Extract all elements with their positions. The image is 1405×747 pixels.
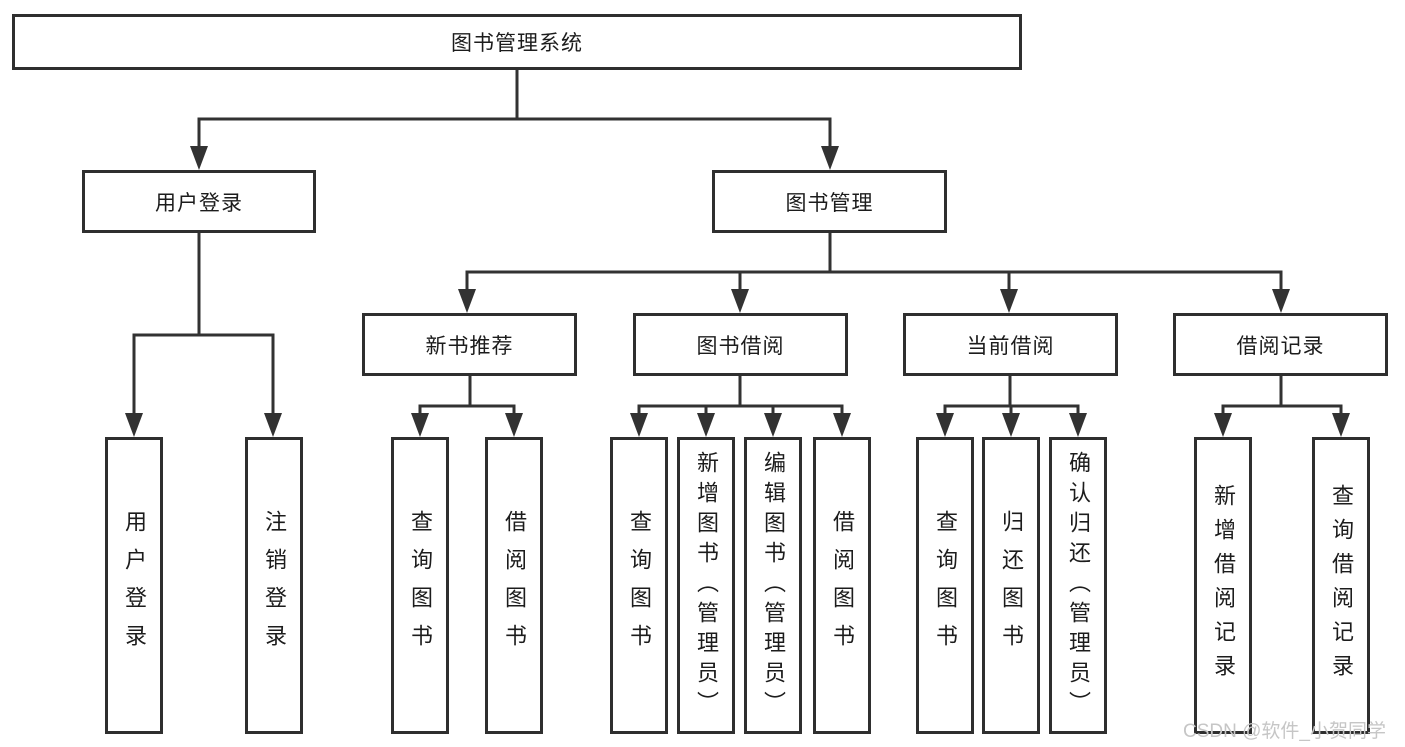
- leaf-borrow-books-recommend: 借阅图书: [485, 437, 543, 734]
- node-label: 查询图书: [627, 509, 652, 662]
- node-label: 当前借阅: [966, 334, 1055, 358]
- node-label: 编辑图书（管理员）: [761, 450, 786, 721]
- node-label: 新增借阅记录: [1211, 483, 1236, 688]
- node-label: 查询借阅记录: [1329, 483, 1354, 688]
- connector-root: [190, 68, 839, 170]
- node-label: 注销登录: [262, 509, 287, 662]
- node-label: 图书借阅: [696, 334, 785, 358]
- node-label: 借阅记录: [1236, 334, 1325, 358]
- connector-user-login: [125, 231, 282, 437]
- leaf-add-borrow-record: 新增借阅记录: [1194, 437, 1252, 734]
- node-label: 用户登录: [122, 509, 147, 662]
- connector-book-management: [458, 231, 1290, 313]
- leaf-query-books-current: 查询图书: [916, 437, 974, 734]
- leaf-logout: 注销登录: [245, 437, 303, 734]
- node-label: 借阅图书: [830, 509, 855, 662]
- connector-current-borrowing: [936, 374, 1087, 437]
- node-label: 归还图书: [999, 509, 1024, 662]
- node-borrowing-records: 借阅记录: [1173, 313, 1388, 376]
- node-user-login: 用户登录: [82, 170, 316, 233]
- node-label: 图书管理: [785, 191, 874, 215]
- leaf-user-login: 用户登录: [105, 437, 163, 734]
- watermark: CSDN @软件_小贺同学: [1183, 721, 1386, 742]
- node-current-borrowing: 当前借阅: [903, 313, 1118, 376]
- node-label: 借阅图书: [502, 509, 527, 662]
- node-label: 确认归还（管理员）: [1066, 450, 1091, 721]
- connector-book-borrowing: [630, 374, 851, 437]
- leaf-add-books-admin: 新增图书（管理员）: [677, 437, 735, 734]
- leaf-query-borrow-record: 查询借阅记录: [1312, 437, 1370, 734]
- leaf-return-books: 归还图书: [982, 437, 1040, 734]
- leaf-query-books-recommend: 查询图书: [391, 437, 449, 734]
- node-label: 图书管理系统: [451, 32, 583, 55]
- leaf-confirm-return-admin: 确认归还（管理员）: [1049, 437, 1107, 734]
- leaf-borrow-books: 借阅图书: [813, 437, 871, 734]
- node-label: 新书推荐: [425, 334, 514, 358]
- leaf-query-books-borrow: 查询图书: [610, 437, 668, 734]
- node-label: 查询图书: [933, 509, 958, 662]
- node-book-management: 图书管理: [712, 170, 947, 233]
- node-label: 查询图书: [408, 509, 433, 662]
- node-library-management-system: 图书管理系统: [12, 14, 1022, 70]
- node-new-book-recommendation: 新书推荐: [362, 313, 577, 376]
- connector-new-book-recommendation: [411, 374, 523, 437]
- node-book-borrowing: 图书借阅: [633, 313, 848, 376]
- node-label: 新增图书（管理员）: [694, 450, 719, 721]
- leaf-edit-books-admin: 编辑图书（管理员）: [744, 437, 802, 734]
- connector-borrowing-records: [1214, 374, 1350, 437]
- node-label: 用户登录: [155, 191, 243, 215]
